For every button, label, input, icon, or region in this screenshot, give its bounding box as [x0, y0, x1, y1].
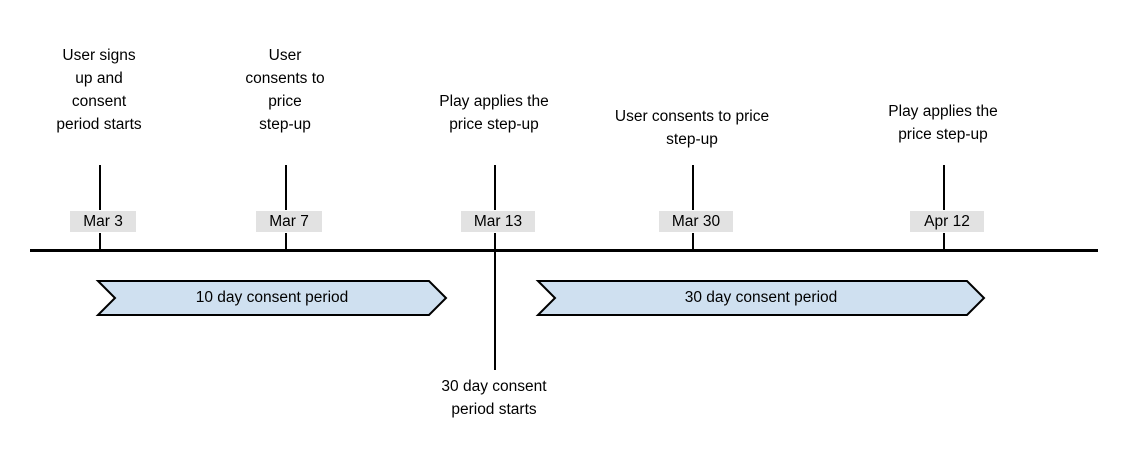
period-bar-label-30-day: 30 day consent period: [684, 289, 838, 306]
period-bar-shape-30-day: [537, 280, 985, 316]
period-bar-30-day: 30 day consent period: [537, 280, 985, 316]
event-tick-lower-mar-30: [692, 233, 694, 250]
event-tick-lower-mar-3: [99, 233, 101, 250]
event-tick-apr-12: [943, 165, 945, 210]
event-caption-mar-3: User signs up and consent period starts: [56, 47, 142, 133]
period-bar-shape-10-day: [97, 280, 447, 316]
event-tick-lower-apr-12: [943, 233, 945, 250]
event-tick-mar-13: [494, 165, 496, 210]
event-caption-mar-13: Play applies the price step-up: [439, 93, 549, 133]
period-bar-10-day: 10 day consent period: [97, 280, 447, 316]
event-caption-mar-7: User consents to price step-up: [245, 47, 325, 133]
timeline-axis: [30, 249, 1098, 252]
date-badge-mar-3: Mar 3: [70, 211, 136, 232]
below-annotation-30-day-start: 30 day consent period starts: [441, 378, 547, 418]
event-caption-apr-12: Play applies the price step-up: [888, 103, 998, 143]
event-tick-mar-3: [99, 165, 101, 210]
date-badge-mar-7: Mar 7: [256, 211, 322, 232]
period-bar-label-10-day: 10 day consent period: [195, 289, 349, 306]
event-connector-mar-13: [494, 233, 496, 370]
event-tick-mar-30: [692, 165, 694, 210]
event-tick-lower-mar-7: [285, 233, 287, 250]
date-badge-apr-12: Apr 12: [910, 211, 984, 232]
event-tick-mar-7: [285, 165, 287, 210]
event-caption-mar-30: User consents to price step-up: [614, 108, 770, 148]
date-badge-mar-13: Mar 13: [461, 211, 535, 232]
date-badge-mar-30: Mar 30: [659, 211, 733, 232]
